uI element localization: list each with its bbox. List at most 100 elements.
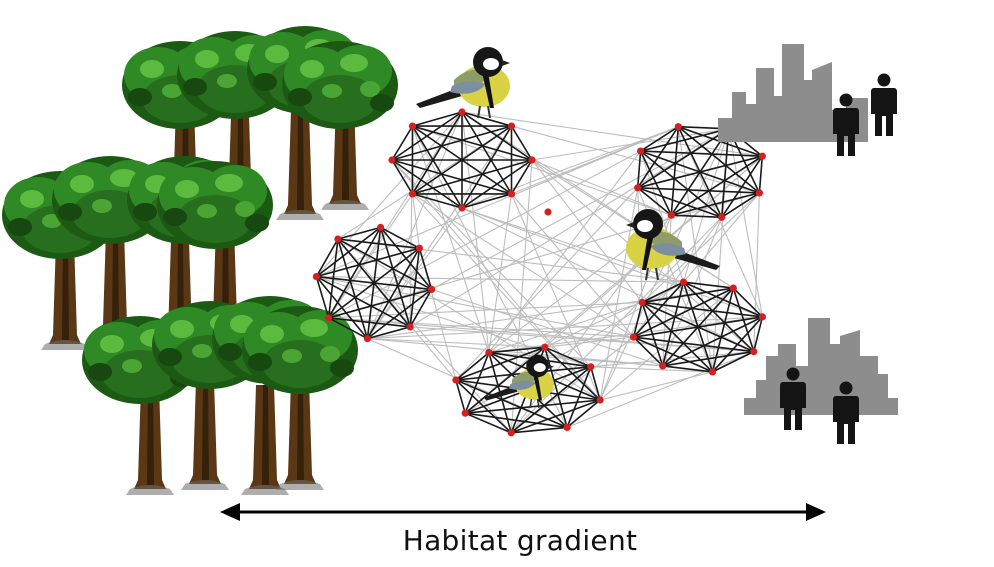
double-arrow-icon bbox=[220, 503, 826, 521]
within-cluster-edge bbox=[640, 126, 679, 152]
between-cluster-edge bbox=[337, 238, 512, 434]
between-cluster-edge bbox=[511, 193, 635, 338]
within-cluster-edge bbox=[367, 326, 411, 340]
between-cluster-edge bbox=[728, 128, 763, 317]
network-node bbox=[630, 333, 638, 341]
network-node bbox=[325, 314, 333, 322]
network-node bbox=[408, 190, 417, 198]
between-cluster-edge bbox=[599, 287, 734, 401]
between-cluster-edge bbox=[337, 238, 601, 401]
within-cluster-edge bbox=[412, 193, 463, 209]
within-cluster-edge bbox=[640, 128, 729, 152]
between-cluster-edge bbox=[455, 187, 639, 381]
within-cluster-edge bbox=[328, 288, 432, 319]
network-node bbox=[428, 285, 436, 293]
within-cluster-edge bbox=[391, 111, 463, 161]
between-cluster-edge bbox=[641, 192, 760, 303]
between-cluster-edge bbox=[461, 111, 763, 157]
between-cluster-edge bbox=[316, 276, 684, 283]
network-node bbox=[363, 335, 371, 343]
between-cluster-edge bbox=[411, 125, 490, 353]
network-node bbox=[758, 152, 766, 160]
network-node bbox=[708, 368, 717, 376]
within-cluster-edge bbox=[682, 281, 755, 353]
between-cluster-edge bbox=[412, 193, 601, 401]
within-cluster-edge bbox=[641, 301, 755, 353]
between-cluster-edge bbox=[488, 316, 763, 354]
between-cluster-edge bbox=[431, 128, 729, 290]
within-cluster-edge bbox=[642, 287, 734, 304]
network-node bbox=[679, 278, 688, 286]
within-cluster-edge bbox=[671, 214, 722, 219]
network-node bbox=[528, 156, 536, 164]
city-skyline-icon bbox=[744, 318, 898, 415]
within-cluster-edge bbox=[488, 346, 545, 354]
within-cluster-edge bbox=[566, 366, 592, 428]
within-cluster-edge bbox=[637, 187, 672, 216]
network-node bbox=[458, 204, 466, 212]
between-cluster-edge bbox=[590, 351, 754, 368]
network-node bbox=[406, 323, 414, 331]
between-cluster-edge bbox=[488, 301, 643, 354]
within-cluster-edge bbox=[461, 111, 512, 127]
between-cluster-edge bbox=[599, 371, 713, 401]
between-cluster-edge bbox=[531, 159, 643, 303]
network-node bbox=[408, 122, 417, 130]
between-cluster-edge bbox=[677, 126, 763, 318]
within-cluster-edge bbox=[753, 316, 764, 352]
network-node bbox=[458, 108, 466, 116]
within-cluster-edge bbox=[544, 346, 568, 428]
network-node bbox=[485, 349, 493, 357]
network-node bbox=[415, 244, 423, 252]
network-node bbox=[507, 122, 516, 130]
network-node bbox=[659, 362, 667, 370]
within-cluster-edge bbox=[379, 226, 433, 290]
between-cluster-edge bbox=[461, 111, 490, 353]
within-cluster-edge bbox=[566, 399, 601, 429]
within-cluster-edge bbox=[412, 125, 512, 195]
within-cluster-edge bbox=[418, 247, 433, 290]
within-cluster-edge bbox=[455, 379, 568, 429]
within-cluster-edge bbox=[662, 350, 754, 367]
between-cluster-edge bbox=[367, 287, 734, 340]
within-cluster-edge bbox=[511, 426, 568, 434]
between-cluster-edge bbox=[590, 366, 713, 373]
within-cluster-edge bbox=[455, 351, 490, 381]
within-cluster-edge bbox=[640, 150, 763, 157]
within-cluster-edge bbox=[712, 350, 755, 373]
between-cluster-edge bbox=[328, 317, 754, 353]
within-cluster-edge bbox=[461, 125, 513, 209]
within-cluster-edge bbox=[632, 302, 643, 338]
network-nodes bbox=[312, 108, 767, 437]
network-node bbox=[667, 211, 675, 219]
within-cluster-edge bbox=[683, 281, 734, 289]
between-cluster-edge bbox=[544, 336, 634, 348]
network-node bbox=[718, 213, 726, 221]
within-cluster-edge bbox=[366, 288, 433, 340]
network-node bbox=[507, 190, 516, 198]
network-node bbox=[755, 189, 764, 197]
between-cluster-edge bbox=[461, 207, 755, 353]
within-cluster-edge bbox=[758, 156, 764, 193]
between-cluster-edge bbox=[412, 125, 672, 216]
within-cluster-edge bbox=[637, 126, 679, 189]
great-tit-bird-icon bbox=[625, 208, 721, 281]
within-cluster-edge bbox=[636, 151, 642, 188]
within-cluster-edge bbox=[465, 412, 568, 429]
within-cluster-edge bbox=[391, 159, 414, 195]
between-cluster-edge bbox=[367, 338, 545, 348]
within-cluster-edge bbox=[337, 238, 432, 291]
within-cluster-edge bbox=[315, 226, 382, 278]
network-node bbox=[541, 343, 549, 351]
habitat-gradient-label: Habitat gradient bbox=[402, 524, 638, 557]
network-node bbox=[674, 123, 682, 131]
network-node bbox=[758, 313, 767, 321]
network-node bbox=[587, 363, 595, 371]
between-cluster-edge bbox=[566, 351, 755, 428]
within-cluster-edge bbox=[544, 346, 592, 368]
network-node bbox=[334, 235, 342, 243]
network-node bbox=[452, 376, 460, 384]
within-cluster-edge bbox=[721, 192, 760, 218]
within-cluster-edge bbox=[732, 287, 763, 318]
